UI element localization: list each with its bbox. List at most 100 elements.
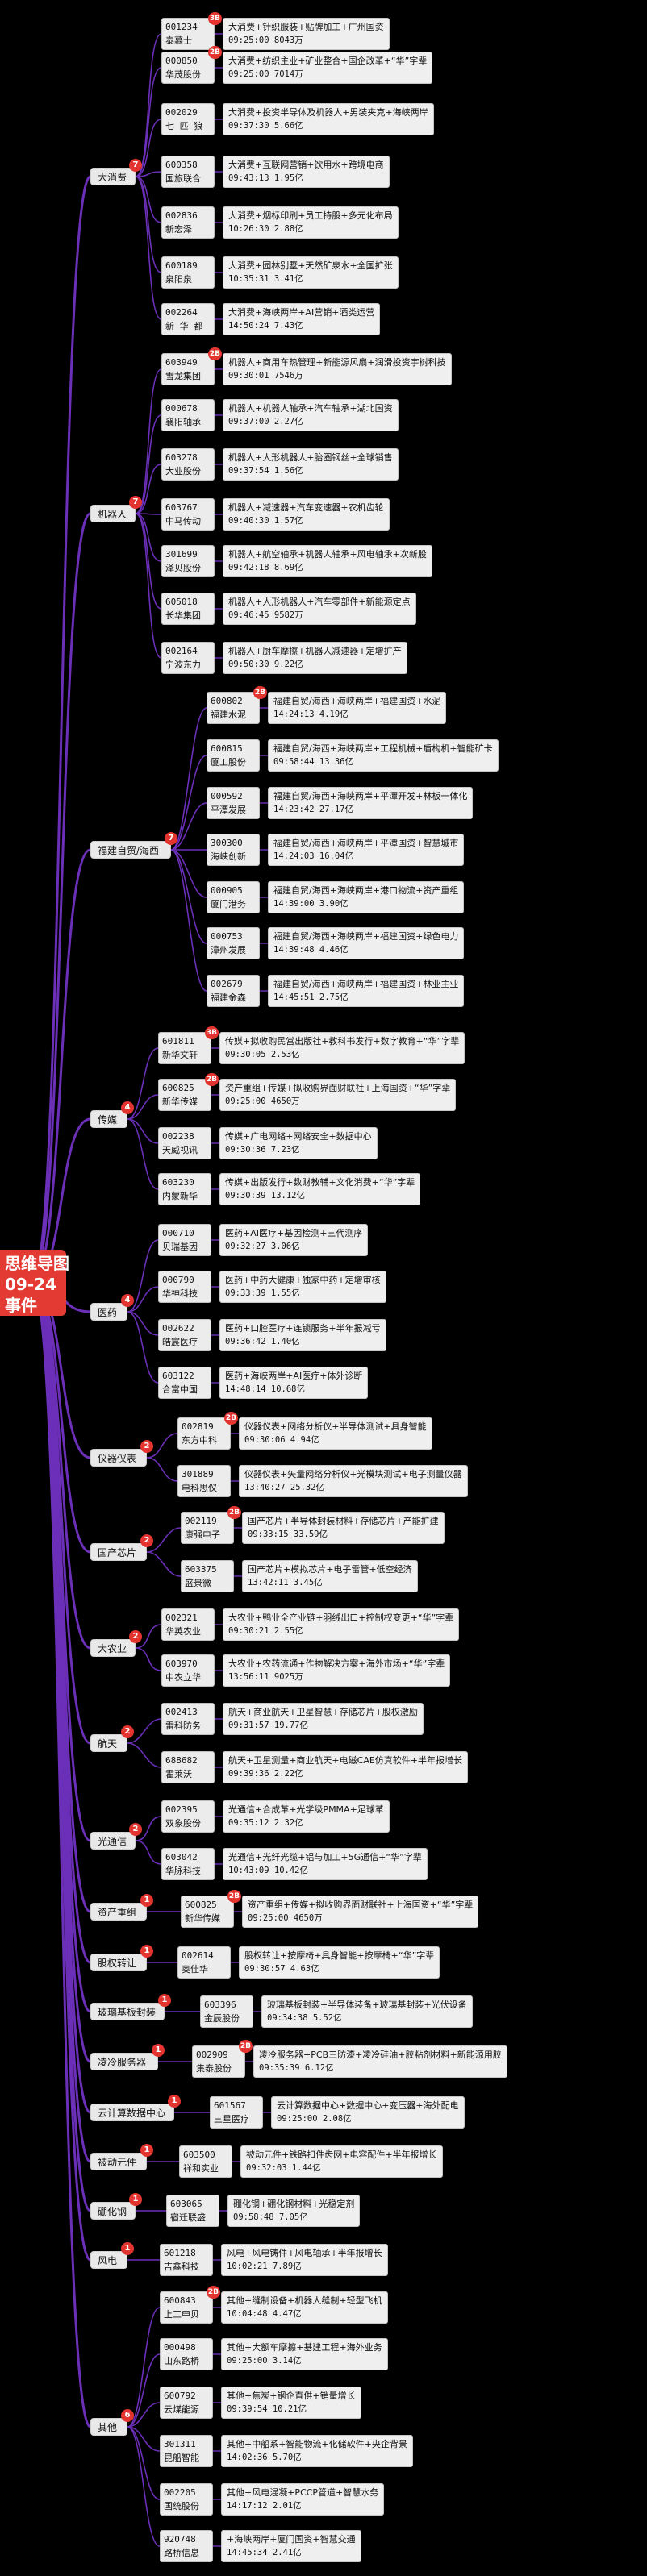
category-node[interactable]: 大农业	[90, 1639, 136, 1657]
category-node[interactable]: 凌冷服务器	[90, 2053, 158, 2070]
category-node[interactable]: 医药	[90, 1303, 127, 1321]
category-node[interactable]: 机器人	[90, 505, 136, 522]
category-node[interactable]: 传媒	[90, 1110, 127, 1128]
root-node[interactable]: 思维导图 09-24 事件	[0, 1250, 69, 1316]
category-node[interactable]: 航天	[90, 1734, 127, 1752]
category-node[interactable]: 仪器仪表	[90, 1449, 147, 1467]
category-node[interactable]: 其他	[90, 2418, 127, 2436]
category-node[interactable]: 风电	[90, 2251, 127, 2269]
category-node[interactable]: 国产芯片	[90, 1543, 147, 1561]
category-node[interactable]: 股权转让	[90, 1954, 147, 1971]
category-node[interactable]: 被动元件	[90, 2153, 147, 2170]
category-node[interactable]: 云计算数据中心	[90, 2104, 174, 2121]
category-node[interactable]: 光通信	[90, 1832, 136, 1850]
category-node[interactable]: 硼化钢	[90, 2202, 136, 2220]
category-node[interactable]: 福建自贸/海西	[90, 841, 171, 859]
category-node[interactable]: 大消费	[90, 168, 136, 185]
category-node[interactable]: 玻璃基板封装	[90, 2003, 165, 2020]
